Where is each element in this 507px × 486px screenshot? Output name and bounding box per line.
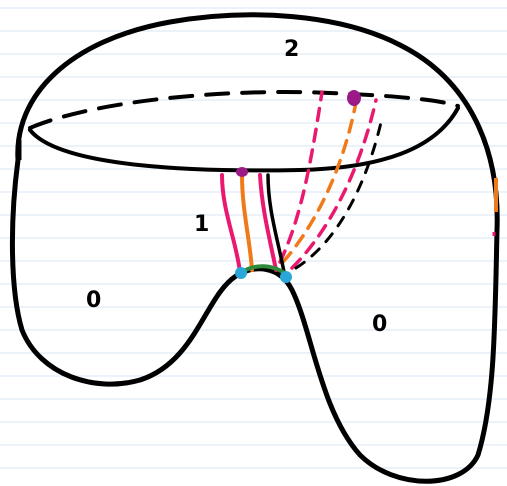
ruled-paper-lines bbox=[0, 8, 507, 468]
top-critical-point bbox=[347, 90, 361, 106]
label-right: 0 bbox=[372, 312, 387, 337]
cut-curve-front bbox=[30, 108, 458, 170]
black-dashed-strand bbox=[296, 118, 382, 268]
saddle-point-left bbox=[235, 267, 247, 279]
orange-strand bbox=[242, 175, 252, 270]
label-left: 0 bbox=[86, 288, 101, 313]
magenta-dashed-strand-2 bbox=[292, 100, 376, 268]
middle-critical-point bbox=[236, 167, 248, 177]
saddle-point-right bbox=[280, 271, 292, 283]
label-top: 2 bbox=[284, 37, 299, 62]
black-strand bbox=[268, 175, 284, 272]
surface-outline bbox=[12, 15, 497, 481]
magenta-strand-left bbox=[222, 175, 240, 272]
label-middle: 1 bbox=[194, 212, 209, 237]
